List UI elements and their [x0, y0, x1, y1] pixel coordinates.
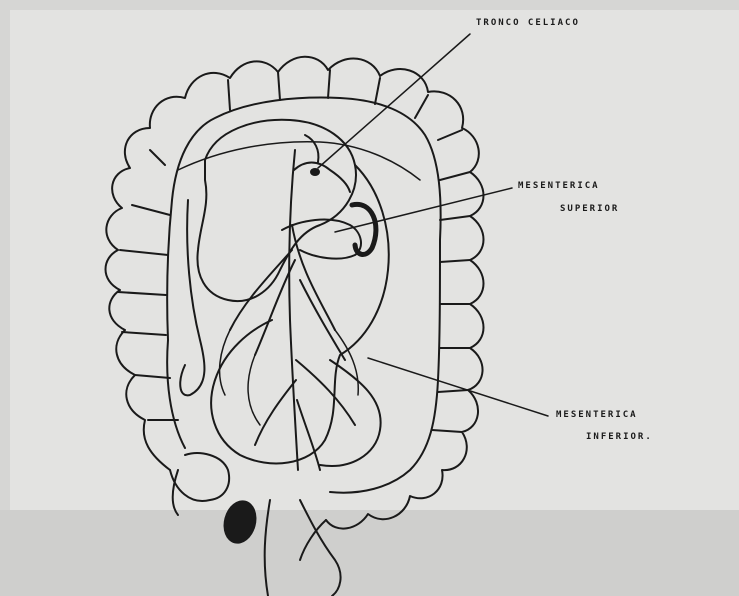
label-mesenterica-superior-line1: MESENTERICA: [518, 181, 600, 191]
label-mesenterica-inferior-line2: INFERIOR.: [586, 432, 653, 442]
label-mesenterica-superior-line2: SUPERIOR: [560, 204, 619, 214]
celiac-origin-dot: [310, 168, 320, 176]
lower-page-band: [0, 510, 739, 596]
label-tronco-celiaco: TRONCO CELIACO: [476, 18, 580, 28]
label-mesenterica-inferior-line1: MESENTERICA: [556, 410, 638, 420]
